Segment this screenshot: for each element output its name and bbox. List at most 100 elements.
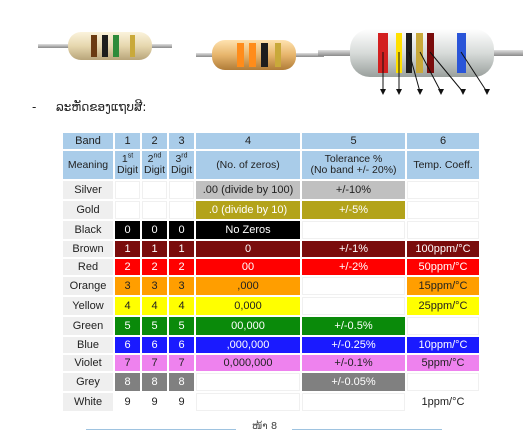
header-col-3: 3 xyxy=(169,133,194,149)
header-col-5: 5 xyxy=(302,133,405,149)
color-name: Green xyxy=(63,317,113,335)
digit-2-cell: 8 xyxy=(142,373,167,391)
temp-coeff-cell xyxy=(407,201,479,219)
section-heading: - ລະຫັດຂອງແຖບສີ: xyxy=(32,100,146,114)
resistor-3-icon xyxy=(318,29,523,95)
temp-coeff-head: Temp. Coeff. xyxy=(407,151,479,179)
digit-3-cell xyxy=(169,181,194,199)
digit-2-cell: 0 xyxy=(142,221,167,239)
meaning-label: Meaning xyxy=(63,151,113,179)
tolerance-cell xyxy=(302,297,405,315)
color-name: Gold xyxy=(63,201,113,219)
digit-1-cell: 2 xyxy=(115,259,140,275)
digit-3-cell: 4 xyxy=(169,297,194,315)
tolerance-cell xyxy=(302,393,405,411)
multiplier-cell xyxy=(196,393,300,411)
digit-1-cell: 7 xyxy=(115,355,140,371)
multiplier-cell: ,000 xyxy=(196,277,300,295)
digit-1-cell: 8 xyxy=(115,373,140,391)
digit-2-cell: 6 xyxy=(142,337,167,353)
page-number: ໜ້າ 8 xyxy=(252,421,278,432)
temp-coeff-cell xyxy=(407,317,479,335)
heading-text: ລະຫັດຂອງແຖບສີ: xyxy=(56,100,147,114)
digit-2-cell: 4 xyxy=(142,297,167,315)
digit-3-cell: 0 xyxy=(169,221,194,239)
header-col-2: 2 xyxy=(142,133,167,149)
digit-2-cell: 9 xyxy=(142,393,167,411)
temp-coeff-cell: 100ppm/°C xyxy=(407,241,479,257)
tolerance-cell: +/-2% xyxy=(302,259,405,275)
temp-coeff-cell: 25ppm/°C xyxy=(407,297,479,315)
tolerance-cell xyxy=(302,277,405,295)
tolerance-head: Tolerance %(No band +/- 20%) xyxy=(302,151,405,179)
header-band: Band xyxy=(63,133,113,149)
table-row: Gold .0 (divide by 10)+/-5% xyxy=(63,201,479,219)
digit-1-cell xyxy=(115,181,140,199)
digit-1-cell: 4 xyxy=(115,297,140,315)
digit-3-cell: 1 xyxy=(169,241,194,257)
multiplier-cell: .00 (divide by 100) xyxy=(196,181,300,199)
header-col-1: 1 xyxy=(115,133,140,149)
tolerance-cell: +/-0.5% xyxy=(302,317,405,335)
footer-rule-left xyxy=(86,429,236,430)
digit-1-cell xyxy=(115,201,140,219)
zeros-head: (No. of zeros) xyxy=(196,151,300,179)
digit-3-cell: 7 xyxy=(169,355,194,371)
bullet-dash-icon: - xyxy=(32,100,37,114)
tolerance-cell xyxy=(302,221,405,239)
digit-2-cell xyxy=(142,181,167,199)
multiplier-cell xyxy=(196,373,300,391)
color-name: Grey xyxy=(63,373,113,391)
digit-2-cell xyxy=(142,201,167,219)
tolerance-cell: +/-0.25% xyxy=(302,337,405,353)
digit-3-cell: 3 xyxy=(169,277,194,295)
digit-1-cell: 1 xyxy=(115,241,140,257)
multiplier-cell: 0 xyxy=(196,241,300,257)
digit-3-cell: 5 xyxy=(169,317,194,335)
digit-1-cell: 9 xyxy=(115,393,140,411)
tolerance-cell: +/-10% xyxy=(302,181,405,199)
tolerance-cell: +/-0.05% xyxy=(302,373,405,391)
color-name: Silver xyxy=(63,181,113,199)
digit-2-cell: 5 xyxy=(142,317,167,335)
multiplier-cell: .0 (divide by 10) xyxy=(196,201,300,219)
digit-3-cell: 2 xyxy=(169,259,194,275)
color-name: Blue xyxy=(63,337,113,353)
color-name: White xyxy=(63,393,113,411)
digit-2-cell: 3 xyxy=(142,277,167,295)
digit-1-cell: 5 xyxy=(115,317,140,335)
digit-3-cell: 8 xyxy=(169,373,194,391)
table-header-row: Band 1 2 3 4 5 6 xyxy=(63,133,479,149)
digit-3-cell: 6 xyxy=(169,337,194,353)
tolerance-cell: +/-5% xyxy=(302,201,405,219)
temp-coeff-cell: 50ppm/°C xyxy=(407,259,479,275)
color-name: Red xyxy=(63,259,113,275)
temp-coeff-cell: 5ppm/°C xyxy=(407,355,479,371)
color-name: Brown xyxy=(63,241,113,257)
digit-3-cell xyxy=(169,201,194,219)
tolerance-cell: +/-1% xyxy=(302,241,405,257)
digit-2-cell: 1 xyxy=(142,241,167,257)
resistor-1-icon xyxy=(38,32,172,60)
tolerance-cell: +/-0.1% xyxy=(302,355,405,371)
digit-1-cell: 3 xyxy=(115,277,140,295)
header-col-4: 4 xyxy=(196,133,300,149)
color-name: Violet xyxy=(63,355,113,371)
temp-coeff-cell xyxy=(407,373,479,391)
multiplier-cell: 0,000 xyxy=(196,297,300,315)
temp-coeff-cell xyxy=(407,181,479,199)
color-name: Black xyxy=(63,221,113,239)
multiplier-cell: 00 xyxy=(196,259,300,275)
